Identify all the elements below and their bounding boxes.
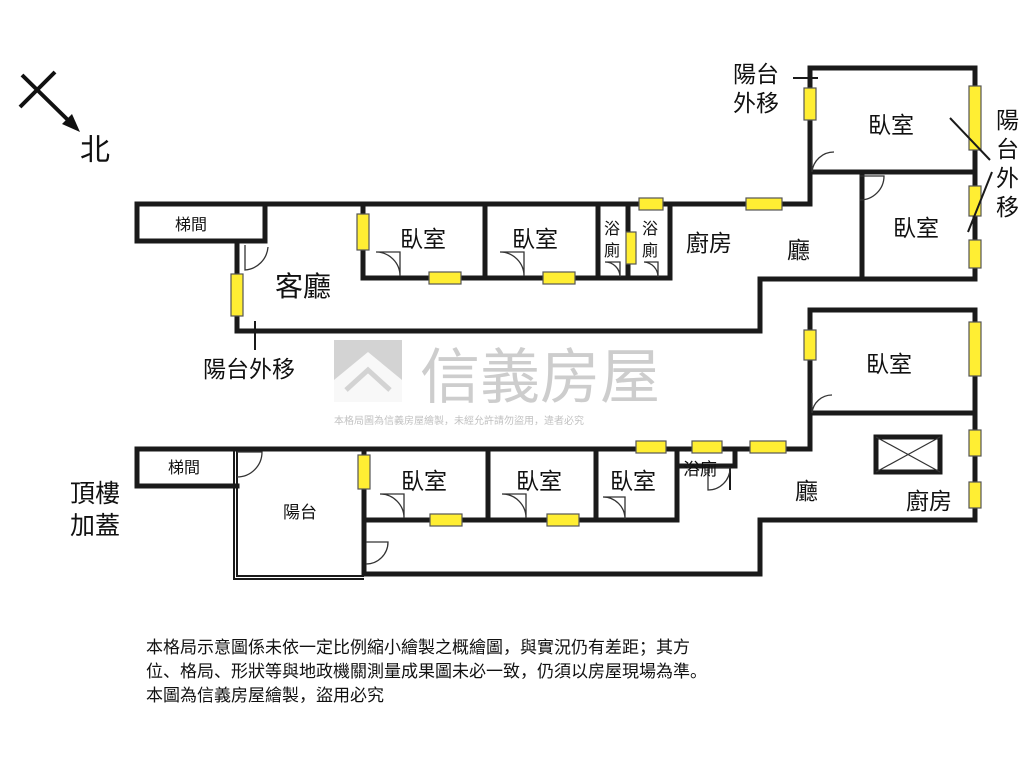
bath-2-walls bbox=[625, 201, 673, 281]
window bbox=[968, 239, 982, 269]
upper-stair-label: 梯間 bbox=[175, 215, 207, 234]
kitchen-label: 廚房 bbox=[686, 231, 732, 257]
balcony-railing bbox=[233, 449, 364, 580]
north-label: 北 bbox=[80, 133, 110, 168]
brand-logo-icon bbox=[334, 340, 402, 402]
disclaimer: 本格局示意圖係未依一定比例縮小繪製之概繪圖，與實況仍有差距；其方 位、格局、形狀… bbox=[146, 636, 707, 708]
window bbox=[803, 87, 817, 121]
rooftop-bath-door bbox=[707, 467, 731, 491]
watermark: 信義房屋 本格局圖為信義房屋繪製，未經允許請勿盜用，違者必究 bbox=[334, 340, 660, 427]
window bbox=[968, 429, 982, 457]
window bbox=[357, 454, 371, 490]
upper-outer-walls bbox=[234, 65, 978, 334]
bath-label: 浴廁 bbox=[642, 219, 658, 260]
window bbox=[429, 513, 463, 527]
upper-floor: 梯間 客廳 臥室 臥室 浴廁 浴廁 廚房 廳 臥室 臥室 陽台外移 陽台外移 陽… bbox=[134, 62, 1019, 383]
compass-arrow-line bbox=[20, 73, 74, 126]
window bbox=[542, 271, 576, 285]
leader-line bbox=[949, 117, 991, 161]
window bbox=[625, 231, 637, 265]
rooftop-bedroom-ne-door bbox=[811, 393, 833, 414]
bedroom-label: 臥室 bbox=[610, 469, 656, 495]
rooftop-stair-walls bbox=[134, 446, 240, 489]
rooftop-bedroom-1-door bbox=[379, 493, 405, 519]
bedroom-label: 臥室 bbox=[401, 469, 447, 495]
bedroom-label: 臥室 bbox=[400, 227, 446, 253]
rooftop-bedroom-3-walls bbox=[593, 446, 680, 523]
window bbox=[428, 271, 462, 285]
living-room-door bbox=[244, 245, 269, 271]
window bbox=[635, 440, 667, 454]
bedroom-2-door bbox=[499, 251, 525, 277]
window bbox=[749, 440, 787, 454]
living-room-label: 客廳 bbox=[275, 270, 331, 303]
watermark-caption: 本格局圖為信義房屋繪製，未經允許請勿盜用，違者必究 bbox=[334, 414, 584, 427]
rooftop-floor: 梯間 陽台 臥室 臥室 臥室 浴廁 廳 臥室 廚房 頂樓加蓋 bbox=[70, 307, 982, 580]
rooftop-bedroom-2-door bbox=[501, 493, 527, 519]
window bbox=[230, 273, 244, 317]
bath-label: 浴廁 bbox=[683, 459, 717, 480]
balcony-moved-label: 陽台外移 bbox=[996, 108, 1019, 221]
bedroom-label: 臥室 bbox=[868, 113, 914, 139]
window bbox=[968, 481, 982, 509]
north-arrow-icon bbox=[62, 114, 80, 132]
window bbox=[968, 185, 982, 217]
balcony-moved-label: 陽台外移 bbox=[733, 62, 779, 117]
bedroom-label: 臥室 bbox=[516, 469, 562, 495]
bath-1-door bbox=[604, 261, 621, 278]
bedroom-ne-door bbox=[811, 150, 835, 173]
window bbox=[968, 85, 982, 151]
bath-2-door bbox=[643, 261, 659, 278]
hall-label: 廳 bbox=[787, 238, 810, 264]
rooftop-outer-walls bbox=[234, 307, 978, 577]
upper-stair-walls bbox=[134, 201, 268, 244]
stove-icon bbox=[873, 434, 943, 475]
leader-line bbox=[967, 171, 993, 233]
window bbox=[968, 321, 982, 377]
rooftop-addition-label: 頂樓加蓋 bbox=[70, 479, 120, 540]
window bbox=[745, 197, 783, 211]
balcony-label: 陽台 bbox=[283, 503, 317, 523]
kitchen-label: 廚房 bbox=[906, 489, 952, 515]
rooftop-bath-walls bbox=[674, 446, 738, 469]
rooftop-stair-door bbox=[236, 451, 263, 478]
bedroom-e-door bbox=[859, 175, 885, 201]
window bbox=[803, 329, 817, 361]
rooftop-bedroom-3-door bbox=[602, 496, 626, 520]
window bbox=[691, 440, 723, 454]
disclaimer-line: 本格局示意圖係未依一定比例縮小繪製之概繪圖，與實況仍有差距；其方 bbox=[146, 638, 690, 658]
window bbox=[546, 513, 580, 527]
window bbox=[638, 197, 664, 211]
rooftop-stair-label: 梯間 bbox=[168, 458, 200, 477]
balcony-moved-label: 陽台外移 bbox=[203, 357, 295, 383]
compass: 北 bbox=[18, 70, 110, 168]
bedroom-label: 臥室 bbox=[512, 227, 558, 253]
balcony-door bbox=[365, 541, 389, 565]
bath-label: 浴廁 bbox=[604, 219, 620, 260]
bedroom-label: 臥室 bbox=[893, 216, 939, 242]
bedroom-1-door bbox=[375, 251, 401, 277]
disclaimer-line: 本圖為信義房屋繪製，盜用必究 bbox=[146, 686, 384, 706]
disclaimer-line: 位、格局、形狀等與地政機關測量成果圖未必一致，仍須以房屋現場為準。 bbox=[146, 662, 707, 682]
watermark-brand: 信義房屋 bbox=[420, 343, 660, 413]
bedroom-label: 臥室 bbox=[866, 352, 912, 378]
hall-label: 廳 bbox=[795, 479, 818, 505]
window bbox=[356, 213, 370, 251]
